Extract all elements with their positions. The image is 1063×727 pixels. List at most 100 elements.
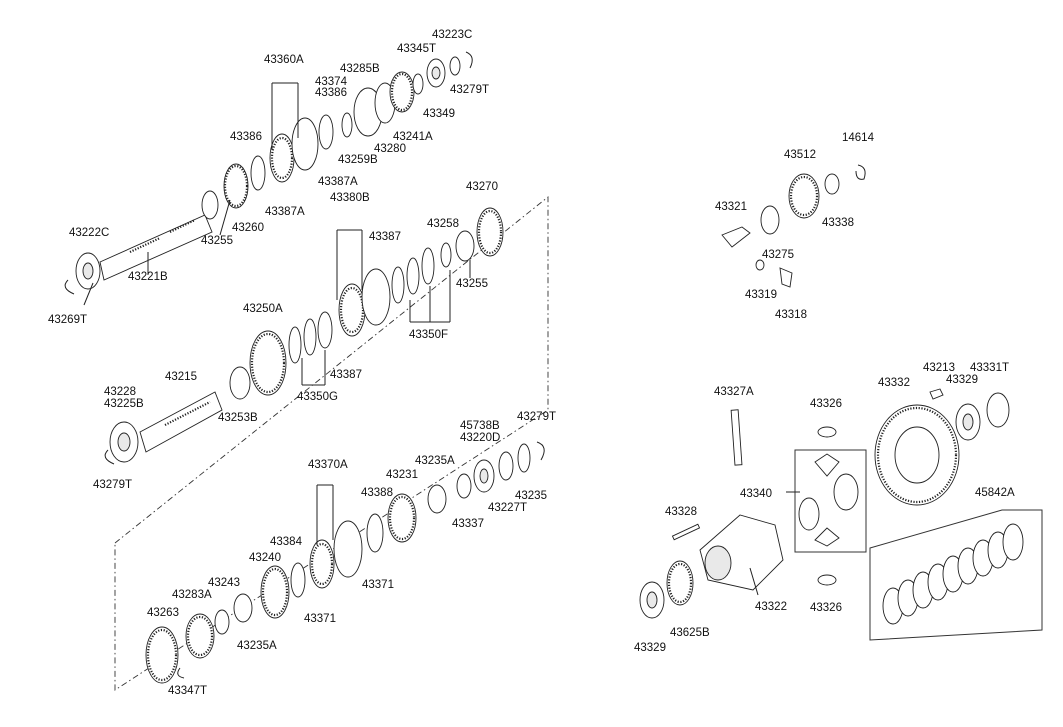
label-43360A: 43360A (264, 54, 304, 66)
pinion-gear-top (814, 453, 840, 477)
spacer-43349 (412, 73, 424, 95)
label-14614: 14614 (842, 132, 875, 144)
ring-43350F-a (391, 266, 405, 304)
side-gear-left (798, 497, 820, 531)
label-43270: 43270 (466, 181, 498, 193)
label-45842A: 45842A (975, 487, 1015, 499)
label-43332: 43332 (878, 377, 910, 389)
ring-43350G-b (303, 318, 317, 356)
label-43227T: 43227T (488, 502, 527, 514)
label-43345T: 43345T (397, 43, 436, 55)
label-43240: 43240 (249, 552, 281, 564)
washer-43326-b (817, 574, 837, 586)
spacer-43337 (456, 473, 472, 499)
label-43329-b: 43329 (634, 642, 666, 654)
snap-ring-43279T-c (536, 441, 545, 461)
label-43223C: 43223C (432, 29, 472, 41)
ring-43371b (366, 513, 384, 553)
ring-43350F-b (406, 257, 420, 295)
label-43374: 43374 (315, 76, 348, 88)
bolt-43213 (929, 388, 944, 400)
ring-14614 (855, 164, 866, 180)
label-43283A: 43283A (172, 589, 212, 601)
needle-bearing-43235A (427, 484, 447, 514)
gear-43283A (185, 613, 215, 659)
pin-43328 (671, 523, 701, 541)
label-43370A: 43370A (308, 459, 348, 471)
gear-43240 (260, 565, 290, 619)
label-43319: 43319 (745, 289, 777, 301)
washer-43319 (755, 259, 765, 271)
label-43625B: 43625B (670, 627, 710, 639)
label-43512: 43512 (784, 149, 816, 161)
label-43279T-c: 43279T (517, 411, 556, 423)
label-43347T: 43347T (168, 685, 207, 697)
bearing-43275 (760, 205, 780, 235)
label-43387-b: 43387 (330, 369, 362, 381)
label-43384: 43384 (270, 536, 303, 548)
label-43231: 43231 (386, 469, 418, 481)
label-43221B: 43221B (128, 271, 168, 283)
label-43321: 43321 (715, 201, 747, 213)
output-shaft-43215 (139, 391, 223, 453)
snap-ring-43279T (465, 51, 473, 69)
label-43213: 43213 (923, 362, 955, 374)
ring-43331T (986, 392, 1010, 428)
label-43326-b: 43326 (810, 602, 842, 614)
label-43280: 43280 (374, 143, 406, 155)
ring-43227T (498, 451, 514, 481)
label-43279T-b: 43279T (93, 479, 132, 491)
label-43220D: 43220D (460, 432, 500, 444)
ring-43235 (517, 443, 531, 473)
label-43258: 43258 (427, 218, 459, 230)
synchro-ring-43386 (250, 155, 266, 191)
output-shaft-assembly (104, 207, 504, 465)
ring-43243 (214, 609, 230, 635)
label-43350F: 43350F (409, 329, 448, 341)
gear-43270 (476, 207, 504, 257)
sleeve-43387 (361, 268, 391, 326)
pinion-gear-bottom (814, 527, 840, 547)
bearing-43235A (233, 593, 253, 623)
input-shaft-assembly (64, 51, 473, 295)
label-43331T: 43331T (970, 362, 1009, 374)
label-43285B: 43285B (340, 63, 380, 75)
label-43235A-b: 43235A (237, 640, 277, 652)
label-43371-b: 43371 (304, 613, 336, 625)
snap-ring-43347T (177, 667, 185, 679)
label-43338: 43338 (822, 217, 854, 229)
shim-set-45842A (882, 523, 1024, 625)
label-43235: 43235 (515, 490, 547, 502)
gear-43625B (666, 560, 694, 606)
pin-43327A (730, 409, 743, 466)
snap-ring-43269T (64, 279, 75, 295)
label-43255-b: 43255 (456, 278, 488, 290)
ring-43350F-c (421, 247, 435, 285)
gear-43260 (223, 163, 249, 209)
label-43269T: 43269T (48, 314, 87, 326)
label-43386-b: 43386 (230, 131, 262, 143)
label-43329-a: 43329 (946, 374, 978, 386)
label-43337: 43337 (452, 518, 484, 530)
side-gear-right (833, 473, 859, 511)
ring-43350G-a (288, 326, 302, 364)
park-gear-group (721, 164, 866, 288)
snap-ring-43279T-b (104, 449, 115, 465)
label-43275: 43275 (762, 249, 794, 261)
label-43225B: 43225B (104, 398, 144, 410)
washer-43326-a (817, 426, 837, 438)
gear-43512 (788, 173, 820, 219)
label-43241A: 43241A (393, 131, 433, 143)
needle-bearing-43255 (201, 190, 219, 220)
gear-43250A (249, 330, 287, 396)
leader-lines (83, 82, 800, 596)
label-43235A-a: 43235A (415, 455, 455, 467)
label-43215: 43215 (165, 371, 197, 383)
label-43228: 43228 (104, 386, 136, 398)
sleeve-43374 (291, 117, 319, 171)
differential-pinion-box (794, 449, 867, 553)
bolt-43318 (779, 267, 793, 288)
synchro-ring-43387 (317, 311, 333, 349)
washer-43338 (824, 173, 840, 195)
